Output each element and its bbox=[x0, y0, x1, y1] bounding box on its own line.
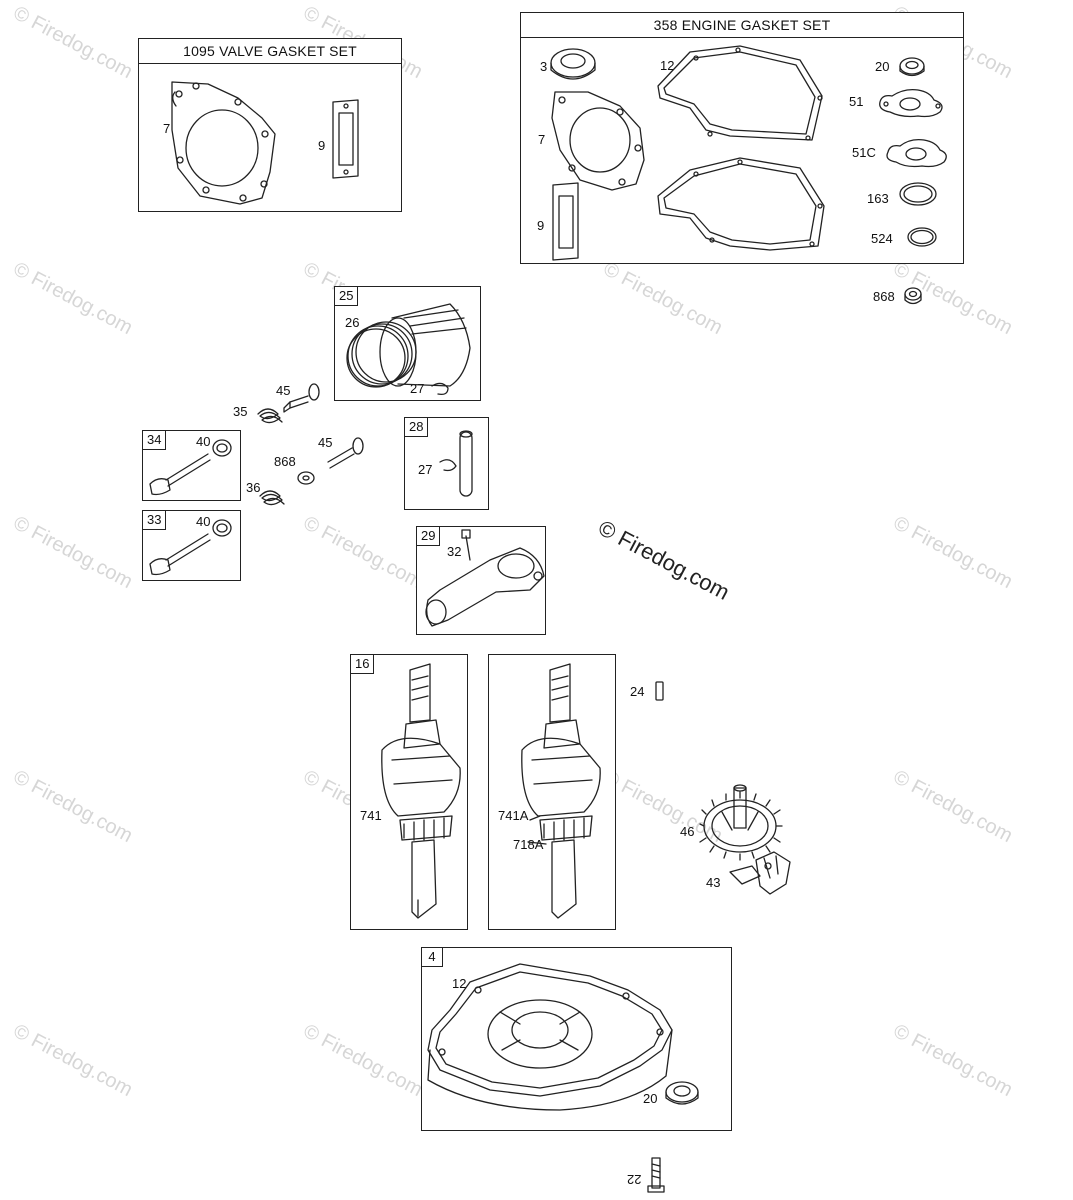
assembly-tag[interactable]: 29 bbox=[416, 526, 441, 546]
watermark: © Firedog.com bbox=[9, 2, 137, 84]
watermark: © Firedog.com bbox=[299, 512, 427, 594]
watermark: © Firedog.com bbox=[9, 512, 137, 594]
assembly-tag[interactable]: 28 bbox=[404, 417, 429, 437]
part-label[interactable]: 12 bbox=[452, 976, 467, 991]
part-label[interactable]: 868 bbox=[274, 454, 296, 469]
part-label[interactable]: 26 bbox=[345, 315, 360, 330]
part-label[interactable]: 7 bbox=[538, 132, 546, 147]
main-watermark: © Firedog.com bbox=[594, 515, 734, 605]
part-label[interactable]: 24 bbox=[630, 684, 645, 699]
watermark: © Firedog.com bbox=[599, 258, 727, 340]
assembly-tag[interactable]: 33 bbox=[142, 510, 167, 530]
valve-gasket-set-box: 1095 VALVE GASKET SET bbox=[138, 38, 402, 212]
valve-gasket-set-title: 1095 VALVE GASKET SET bbox=[139, 39, 401, 64]
part-label[interactable]: 51C bbox=[852, 145, 876, 160]
watermark: © Firedog.com bbox=[889, 512, 1017, 594]
bolt-22 bbox=[647, 1157, 665, 1193]
watermark: © Firedog.com bbox=[599, 766, 727, 848]
part-label[interactable]: 27 bbox=[418, 462, 433, 477]
part-label[interactable]: 20 bbox=[875, 59, 890, 74]
part-label[interactable]: 741 bbox=[360, 808, 382, 823]
part-label[interactable]: 718A bbox=[513, 837, 544, 852]
watermark: © Firedog.com bbox=[9, 766, 137, 848]
part-label[interactable]: 22 bbox=[627, 1172, 642, 1187]
part-label[interactable]: 36 bbox=[246, 480, 261, 495]
part-label[interactable]: 51 bbox=[849, 94, 864, 109]
part-label[interactable]: 27 bbox=[410, 381, 425, 396]
part-label[interactable]: 9 bbox=[318, 138, 326, 153]
assembly-tag[interactable]: 34 bbox=[142, 430, 167, 450]
watermark: © Firedog.com bbox=[889, 766, 1017, 848]
part-label[interactable]: 12 bbox=[660, 58, 675, 73]
watermark: © Firedog.com bbox=[9, 258, 137, 340]
part-label[interactable]: 45 bbox=[318, 435, 333, 450]
sump-box bbox=[421, 947, 732, 1131]
watermark: © Firedog.com bbox=[299, 1020, 427, 1102]
part-label[interactable]: 45 bbox=[276, 383, 291, 398]
part-label[interactable]: 163 bbox=[867, 191, 889, 206]
part-label[interactable]: 3 bbox=[540, 59, 548, 74]
part-label[interactable]: 20 bbox=[643, 1091, 658, 1106]
part-label[interactable]: 35 bbox=[233, 404, 248, 419]
governor-43 bbox=[729, 851, 791, 895]
part-label[interactable]: 9 bbox=[537, 218, 545, 233]
part-label[interactable]: 46 bbox=[680, 824, 695, 839]
key-24 bbox=[655, 681, 664, 701]
spring-35 bbox=[257, 408, 283, 424]
engine-gasket-set-title: 358 ENGINE GASKET SET bbox=[521, 13, 963, 38]
crankshaft-a-box bbox=[350, 654, 468, 930]
part-label[interactable]: 40 bbox=[196, 434, 211, 449]
part-label[interactable]: 32 bbox=[447, 544, 462, 559]
retainer-868 bbox=[297, 471, 315, 485]
part-label[interactable]: 7 bbox=[163, 121, 171, 136]
watermark: © Firedog.com bbox=[889, 258, 1017, 340]
part-label[interactable]: 868 bbox=[873, 289, 895, 304]
spring-36 bbox=[259, 490, 285, 506]
engine-gasket-set-box: 358 ENGINE GASKET SET bbox=[520, 12, 964, 264]
crankshaft-b-box bbox=[488, 654, 616, 930]
part-label[interactable]: 524 bbox=[871, 231, 893, 246]
valve-45-lower bbox=[327, 437, 364, 469]
assembly-tag[interactable]: 25 bbox=[334, 286, 359, 306]
watermark: © Firedog.com bbox=[889, 1020, 1017, 1102]
assembly-tag[interactable]: 16 bbox=[350, 654, 375, 674]
part-label[interactable]: 43 bbox=[706, 875, 721, 890]
part-label[interactable]: 40 bbox=[196, 514, 211, 529]
assembly-tag[interactable]: 4 bbox=[421, 947, 443, 967]
watermark: © Firedog.com bbox=[9, 1020, 137, 1102]
part-label[interactable]: 741A bbox=[498, 808, 529, 823]
